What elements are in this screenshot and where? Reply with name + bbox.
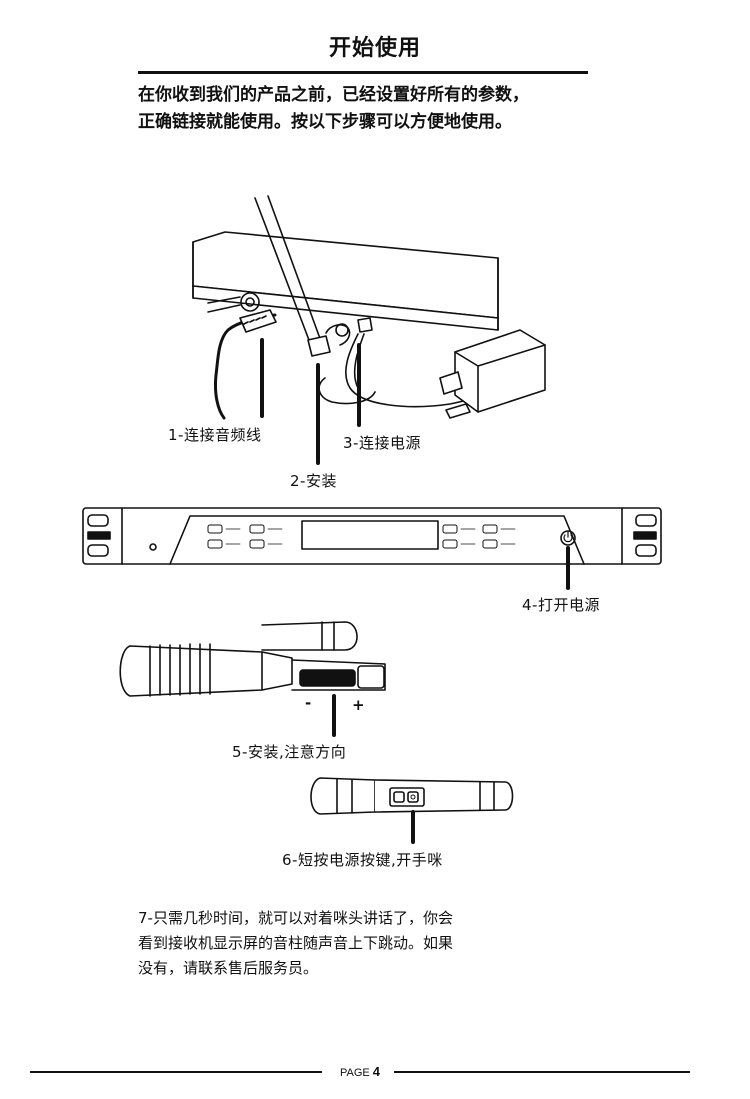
step-7-line: 没有，请联系售后服务员。 — [138, 959, 319, 977]
step-7-line: 7-只需几秒时间，就可以对着咪头讲话了，你会 — [138, 909, 453, 927]
intro-text: 在你收到我们的产品之前，已经设置好所有的参数， 正确链接就能使用。按以下步骤可以… — [138, 82, 608, 136]
page-number: PAGE 4 — [30, 1064, 690, 1079]
step-7-line: 看到接收机显示屏的音柱随声音上下跳动。如果 — [138, 934, 454, 952]
page-title: 开始使用 — [328, 36, 421, 61]
page-number-value: 4 — [372, 1064, 381, 1079]
intro-line: 在你收到我们的产品之前，已经设置好所有的参数， — [138, 85, 529, 105]
step-3-label: 3-连接电源 — [343, 434, 421, 452]
step-5-label: 5-安装,注意方向 — [232, 743, 347, 761]
battery-plus-sign: + — [352, 696, 366, 714]
footer-rule-left — [30, 1071, 322, 1073]
title-rule — [138, 71, 588, 74]
intro-line: 正确链接就能使用。按以下步骤可以方便地使用。 — [138, 112, 512, 132]
page-label: PAGE — [339, 1067, 370, 1079]
footer-rule-right — [394, 1071, 690, 1073]
step-2-label: 2-安装 — [290, 472, 337, 490]
step-4-label: 4-打开电源 — [522, 596, 600, 614]
step-6-label: 6-短按电源按键,开手咪 — [282, 851, 443, 869]
step-7-text: 7-只需几秒时间，就可以对着咪头讲话了，你会 看到接收机显示屏的音柱随声音上下跳… — [138, 906, 558, 981]
page-footer: PAGE 4 — [30, 1064, 690, 1080]
battery-minus-sign: - — [305, 694, 312, 712]
setup-illustrations — [82, 195, 662, 844]
receiver-back-illustration — [192, 195, 546, 465]
mic-power-illustration — [310, 777, 514, 844]
receiver-front-illustration — [82, 507, 662, 590]
step-1-label: 1-连接音频线 — [168, 426, 262, 444]
mic-battery-illustration — [119, 621, 386, 737]
